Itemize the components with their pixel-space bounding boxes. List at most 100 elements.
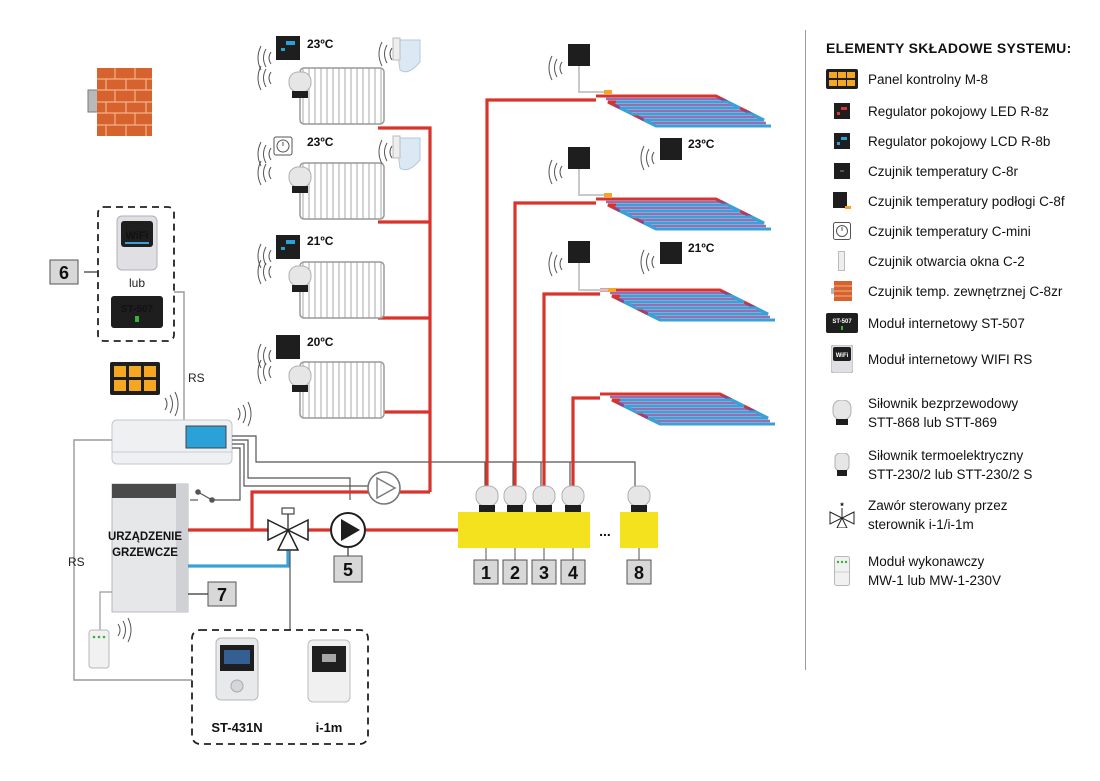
heating-system-diagram: WiFi lub ST-507 6 RS: [49, 36, 777, 745]
temp-rad2: 23ºC: [307, 135, 334, 149]
main-controller[interactable]: [111, 419, 233, 465]
manifold-actuator-8: [627, 485, 651, 513]
valve-icon: *: [824, 502, 860, 528]
manifold-actuator-2: [503, 485, 527, 513]
zone-numbers: [473, 548, 652, 585]
number-6: 6: [59, 263, 69, 283]
legend-text: Moduł internetowy ST-507: [868, 315, 1025, 331]
boiler-device: [111, 483, 189, 613]
floor-loop-1: [594, 94, 773, 128]
temp-sensor-floor2[interactable]: [660, 138, 682, 160]
temp-rad3: 21ºC: [307, 234, 334, 248]
lub-label: lub: [129, 276, 145, 290]
st507-label: ST-507: [121, 304, 154, 315]
outdoor-sensor-icon: [87, 68, 152, 136]
legend-text: Regulator pokojowy LED R-8z: [868, 103, 1049, 119]
legend-item-wireless-actuator: Siłownik bezprzewodowy STT-868 lub STT-8…: [824, 394, 1018, 432]
floor-loop-3: [598, 288, 777, 322]
rs-line-left: [73, 439, 192, 681]
three-way-valve: [267, 507, 309, 551]
regulator-lcd-icon: [824, 128, 860, 154]
window-sensor-rad1[interactable]: [392, 37, 421, 73]
temp-floor2: 23ºC: [688, 137, 715, 151]
legend-item-mini-sensor: Czujnik temperatury C-mini: [824, 218, 1031, 244]
wifi-module-icon: WiFi: [824, 345, 860, 373]
legend-item-window-sensor: Czujnik otwarcia okna C-2: [824, 248, 1025, 274]
legend-text: Moduł internetowy WIFI RS: [868, 351, 1033, 367]
legend-title: ELEMENTY SKŁADOWE SYSTEMU:: [826, 40, 1072, 56]
boiler-label-line1: URZĄDZENIE: [108, 531, 182, 543]
regulator-lcd-rad3[interactable]: [276, 235, 300, 259]
legend-item-floor-sensor: Czujnik temperatury podłogi C-8f: [824, 188, 1065, 214]
wifi-label: WiFi: [125, 230, 148, 242]
floor-loop-2: [594, 197, 773, 231]
legend-item-panel-m8: Panel kontrolny M-8: [824, 66, 988, 92]
temp-rad4: 20ºC: [307, 335, 334, 349]
window-sensor-rad2[interactable]: [392, 135, 421, 171]
legend-text: Zawór sterowany przez sterownik i-1/i-1m: [868, 498, 1008, 532]
i1m-device[interactable]: [307, 639, 351, 703]
number-2: 2: [510, 563, 520, 583]
legend-item-thermo-actuator: Siłownik termoelektryczny STT-230/2 lub …: [824, 446, 1032, 484]
rs-label-left: RS: [68, 555, 85, 569]
radiator-2: [288, 162, 385, 220]
thermo-actuator-icon: [824, 452, 860, 478]
number-5: 5: [343, 560, 353, 580]
legend-text: Czujnik temperatury C-mini: [868, 223, 1031, 239]
legend-item-regulator-lcd: Regulator pokojowy LCD R-8b: [824, 128, 1050, 154]
st431n-device[interactable]: [215, 637, 259, 701]
legend-item-executive-module: Moduł wykonawczy MW-1 lub MW-1-230V: [824, 552, 1001, 590]
regulator-lcd-rad1[interactable]: [276, 36, 300, 60]
panel-m8-device[interactable]: [110, 362, 160, 395]
temp-sensor-floor3[interactable]: [660, 242, 682, 264]
manifold-actuator-4: [561, 485, 585, 513]
radiator-4: [288, 361, 385, 419]
radiator-1: [288, 67, 385, 125]
control-wiring: [190, 435, 636, 503]
number-8: 8: [634, 563, 644, 583]
legend-item-valve: * Zawór sterowany przez sterownik i-1/i-…: [824, 496, 1008, 534]
window-sensor-icon: [824, 248, 860, 274]
wireless-actuator-icon: [824, 400, 860, 426]
number-6-box: [49, 259, 79, 285]
legend-text: Czujnik temperatury C-8r: [868, 163, 1019, 179]
legend-text: Regulator pokojowy LCD R-8b: [868, 133, 1051, 149]
svg-text:WiFi: WiFi: [836, 353, 849, 359]
manifold-actuator-3: [532, 485, 556, 513]
legend-item-temp-sensor: Czujnik temperatury C-8r: [824, 158, 1018, 184]
mini-sensor-rad2[interactable]: [273, 136, 293, 156]
legend-item-wifi-module: WiFi Moduł internetowy WIFI RS: [824, 345, 1033, 373]
executive-module-icon: [824, 556, 860, 586]
temp-rad1: 23ºC: [307, 37, 334, 51]
temp-floor3: 21ºC: [688, 241, 715, 255]
return-pipes: [188, 546, 290, 568]
executive-module-device[interactable]: [88, 629, 110, 669]
floor-sensor-3[interactable]: [568, 241, 616, 292]
manifold-main: [458, 512, 590, 548]
legend-text: Siłownik termoelektryczny STT-230/2 lub …: [868, 448, 1033, 482]
floor-sensor-2[interactable]: [568, 147, 612, 197]
radiator-3: [288, 261, 385, 319]
st507-module-device[interactable]: ST-507: [111, 296, 163, 328]
temp-sensor-rad4[interactable]: [276, 335, 300, 359]
mini-sensor-icon: [824, 218, 860, 244]
legend-text: Moduł wykonawczy MW-1 lub MW-1-230V: [868, 554, 1002, 588]
legend-text: Panel kontrolny M-8: [868, 71, 989, 87]
number-4: 4: [568, 563, 578, 583]
floor-sensor-icon: [824, 188, 860, 214]
number-7: 7: [217, 585, 227, 605]
valve-controllers-box: [191, 629, 369, 745]
legend-item-outdoor-sensor: Czujnik temp. zewnętrznej C-8zr: [824, 278, 1062, 304]
supply-pipes: [188, 98, 600, 532]
wifi-module-device[interactable]: WiFi: [116, 215, 158, 271]
st431n-label: ST-431N: [211, 720, 262, 735]
number-1: 1: [481, 563, 491, 583]
manifold-dots: ...: [599, 523, 611, 539]
floor-sensor-1[interactable]: [568, 44, 612, 94]
regulator-led-icon: [824, 98, 860, 124]
pump-radiators: [367, 471, 401, 505]
legend-item-internet-module: ST-507 Moduł internetowy ST-507: [824, 310, 1025, 336]
legend-panel: ELEMENTY SKŁADOWE SYSTEMU: Panel kontrol…: [805, 30, 1100, 670]
legend-text: Czujnik temperatury podłogi C-8f: [868, 193, 1065, 209]
manifold-actuator-1: [475, 485, 499, 513]
